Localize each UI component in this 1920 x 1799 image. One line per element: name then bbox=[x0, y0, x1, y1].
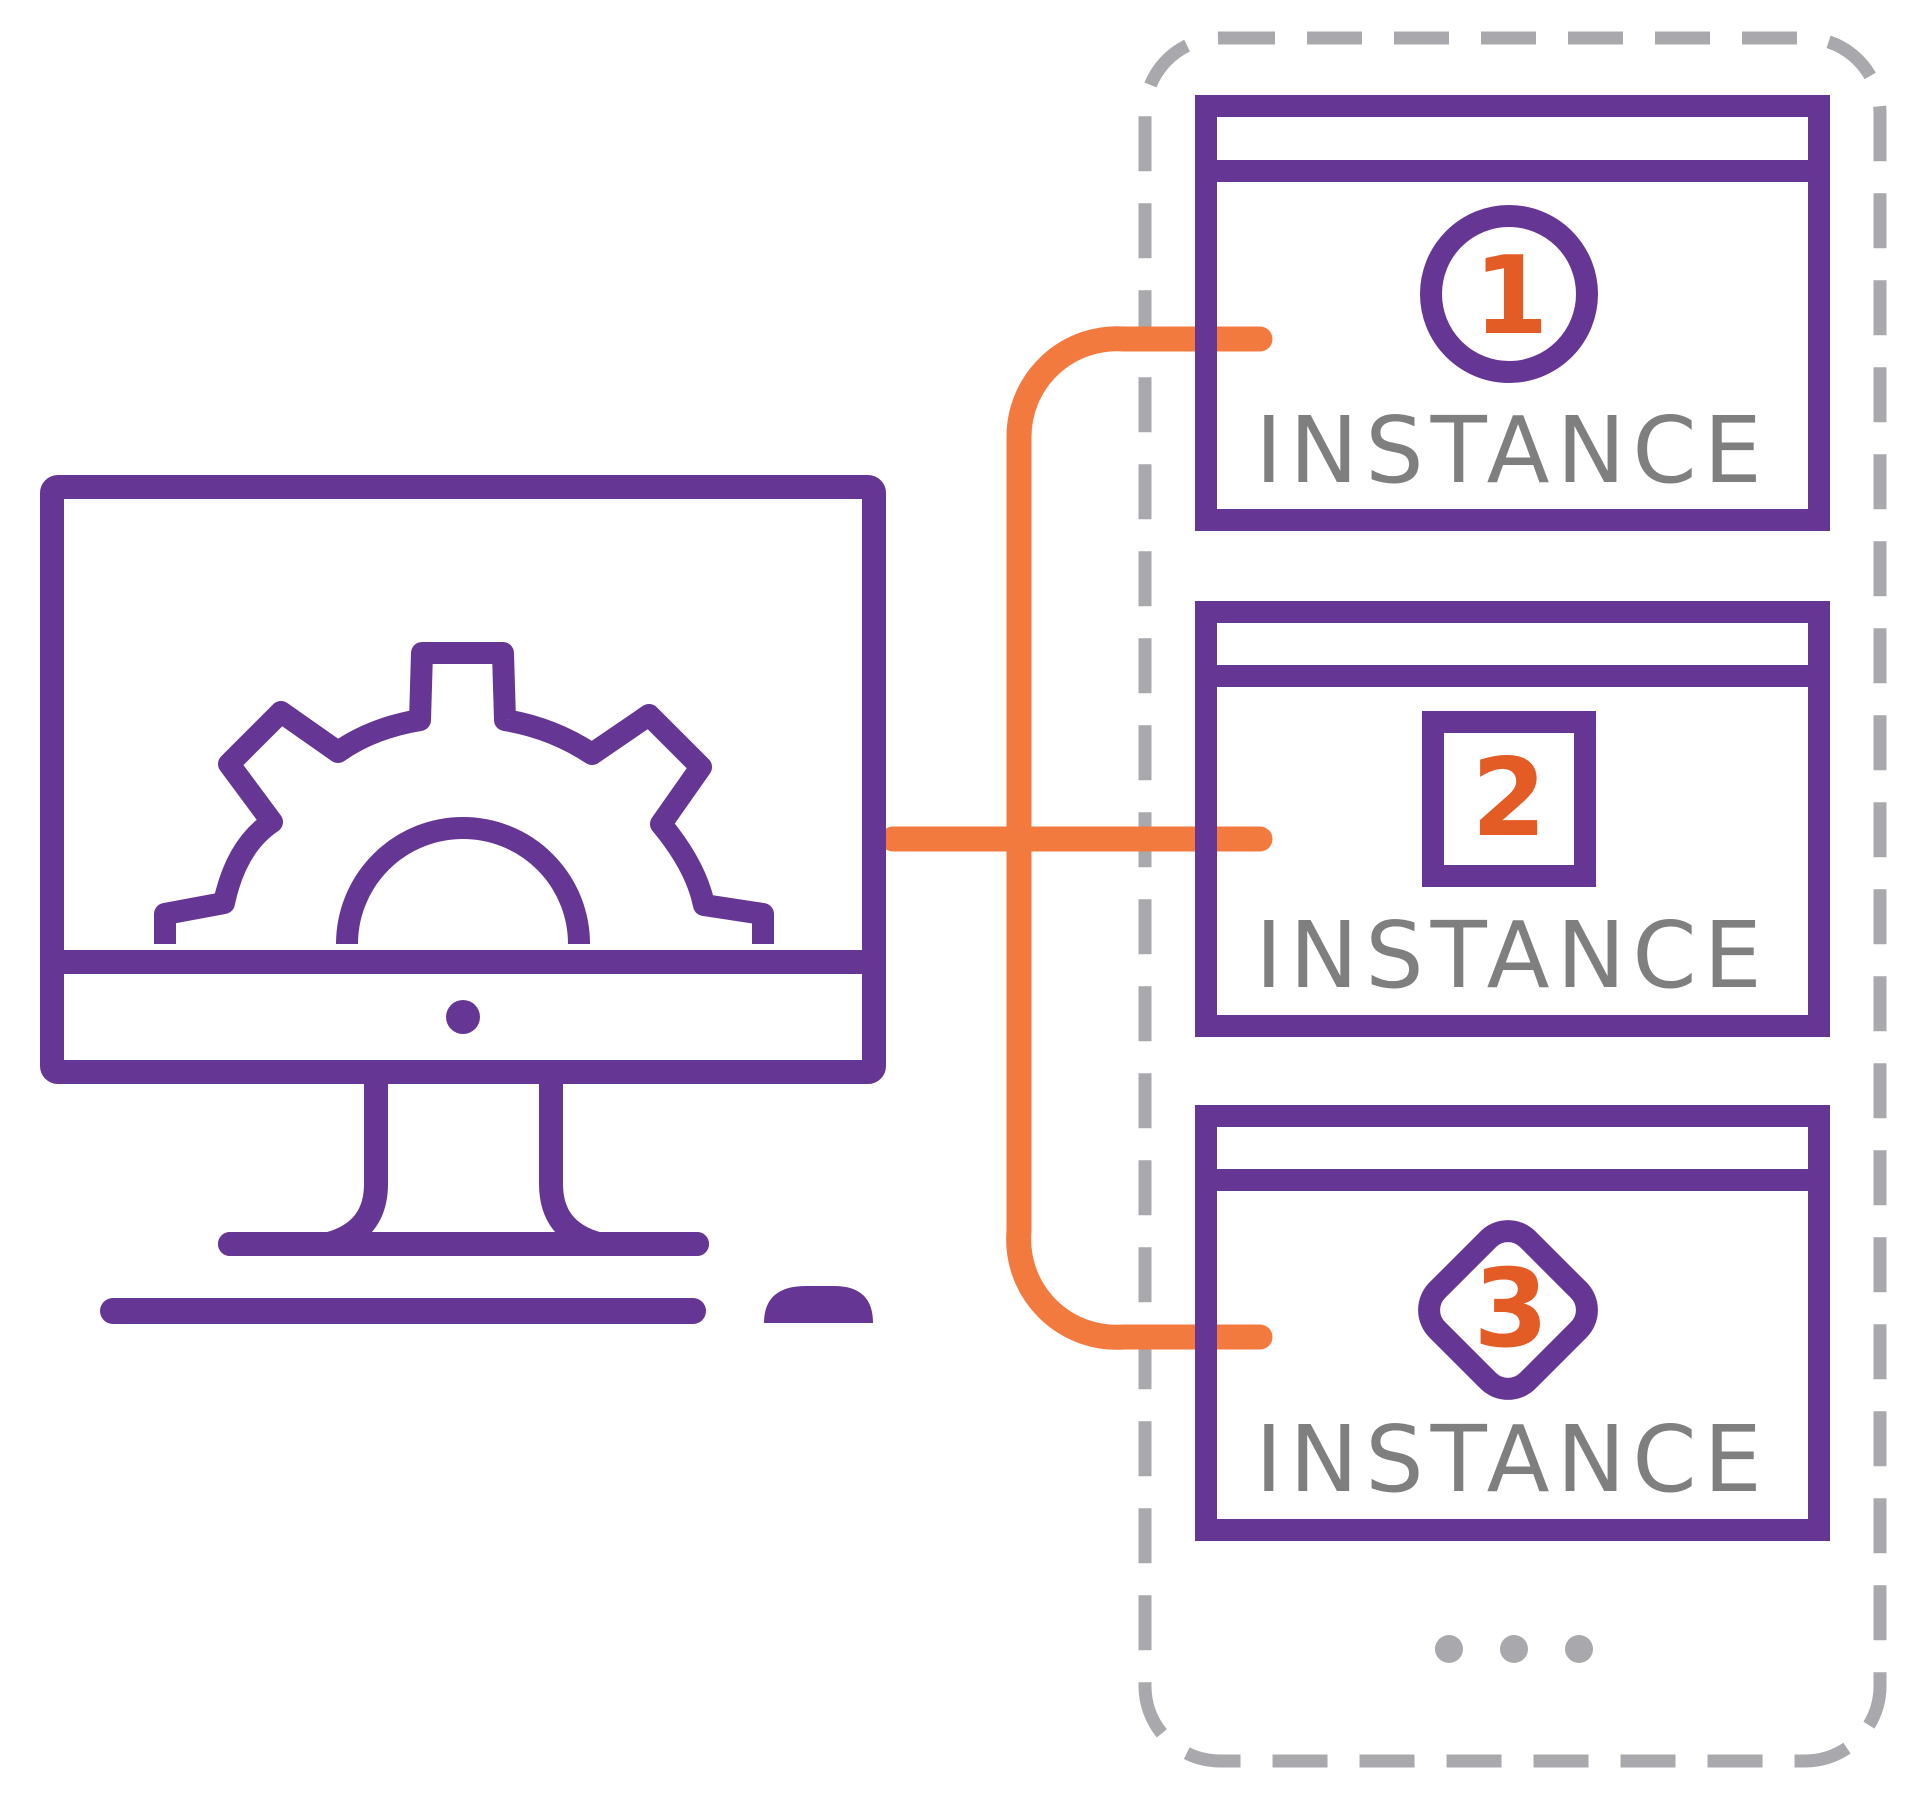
mouse-icon bbox=[764, 1286, 873, 1323]
instance-badge-diamond bbox=[1418, 1220, 1598, 1400]
instance-window-2: 2 INSTANCE bbox=[1195, 601, 1830, 1037]
monitor-screen bbox=[40, 475, 886, 1084]
instance-window-3: 3 INSTANCE bbox=[1195, 1105, 1830, 1541]
instance-badge-circle bbox=[1420, 205, 1598, 383]
instance-number: 3 bbox=[1473, 1247, 1548, 1372]
instance-badge-square bbox=[1422, 711, 1596, 887]
ellipsis-icon bbox=[1435, 1635, 1593, 1663]
instance-number: 1 bbox=[1473, 234, 1548, 359]
instance-window-frame bbox=[1195, 95, 1830, 531]
instance-label: INSTANCE bbox=[1255, 397, 1769, 504]
instance-window-1: 1 INSTANCE bbox=[1195, 95, 1830, 531]
instance-number: 2 bbox=[1471, 736, 1546, 861]
monitor-with-gear-icon bbox=[40, 475, 886, 1324]
instance-group-border bbox=[1138, 31, 1887, 1768]
monitor-power-dot bbox=[446, 1000, 480, 1034]
connector-trunk bbox=[1006, 326, 1273, 1350]
instance-window-frame bbox=[1195, 1105, 1830, 1541]
instance-label: INSTANCE bbox=[1255, 902, 1769, 1009]
instance-label: INSTANCE bbox=[1255, 1406, 1769, 1513]
monitor-stand bbox=[218, 1060, 709, 1256]
gear-icon bbox=[154, 642, 774, 945]
instance-window-frame bbox=[1195, 601, 1830, 1037]
